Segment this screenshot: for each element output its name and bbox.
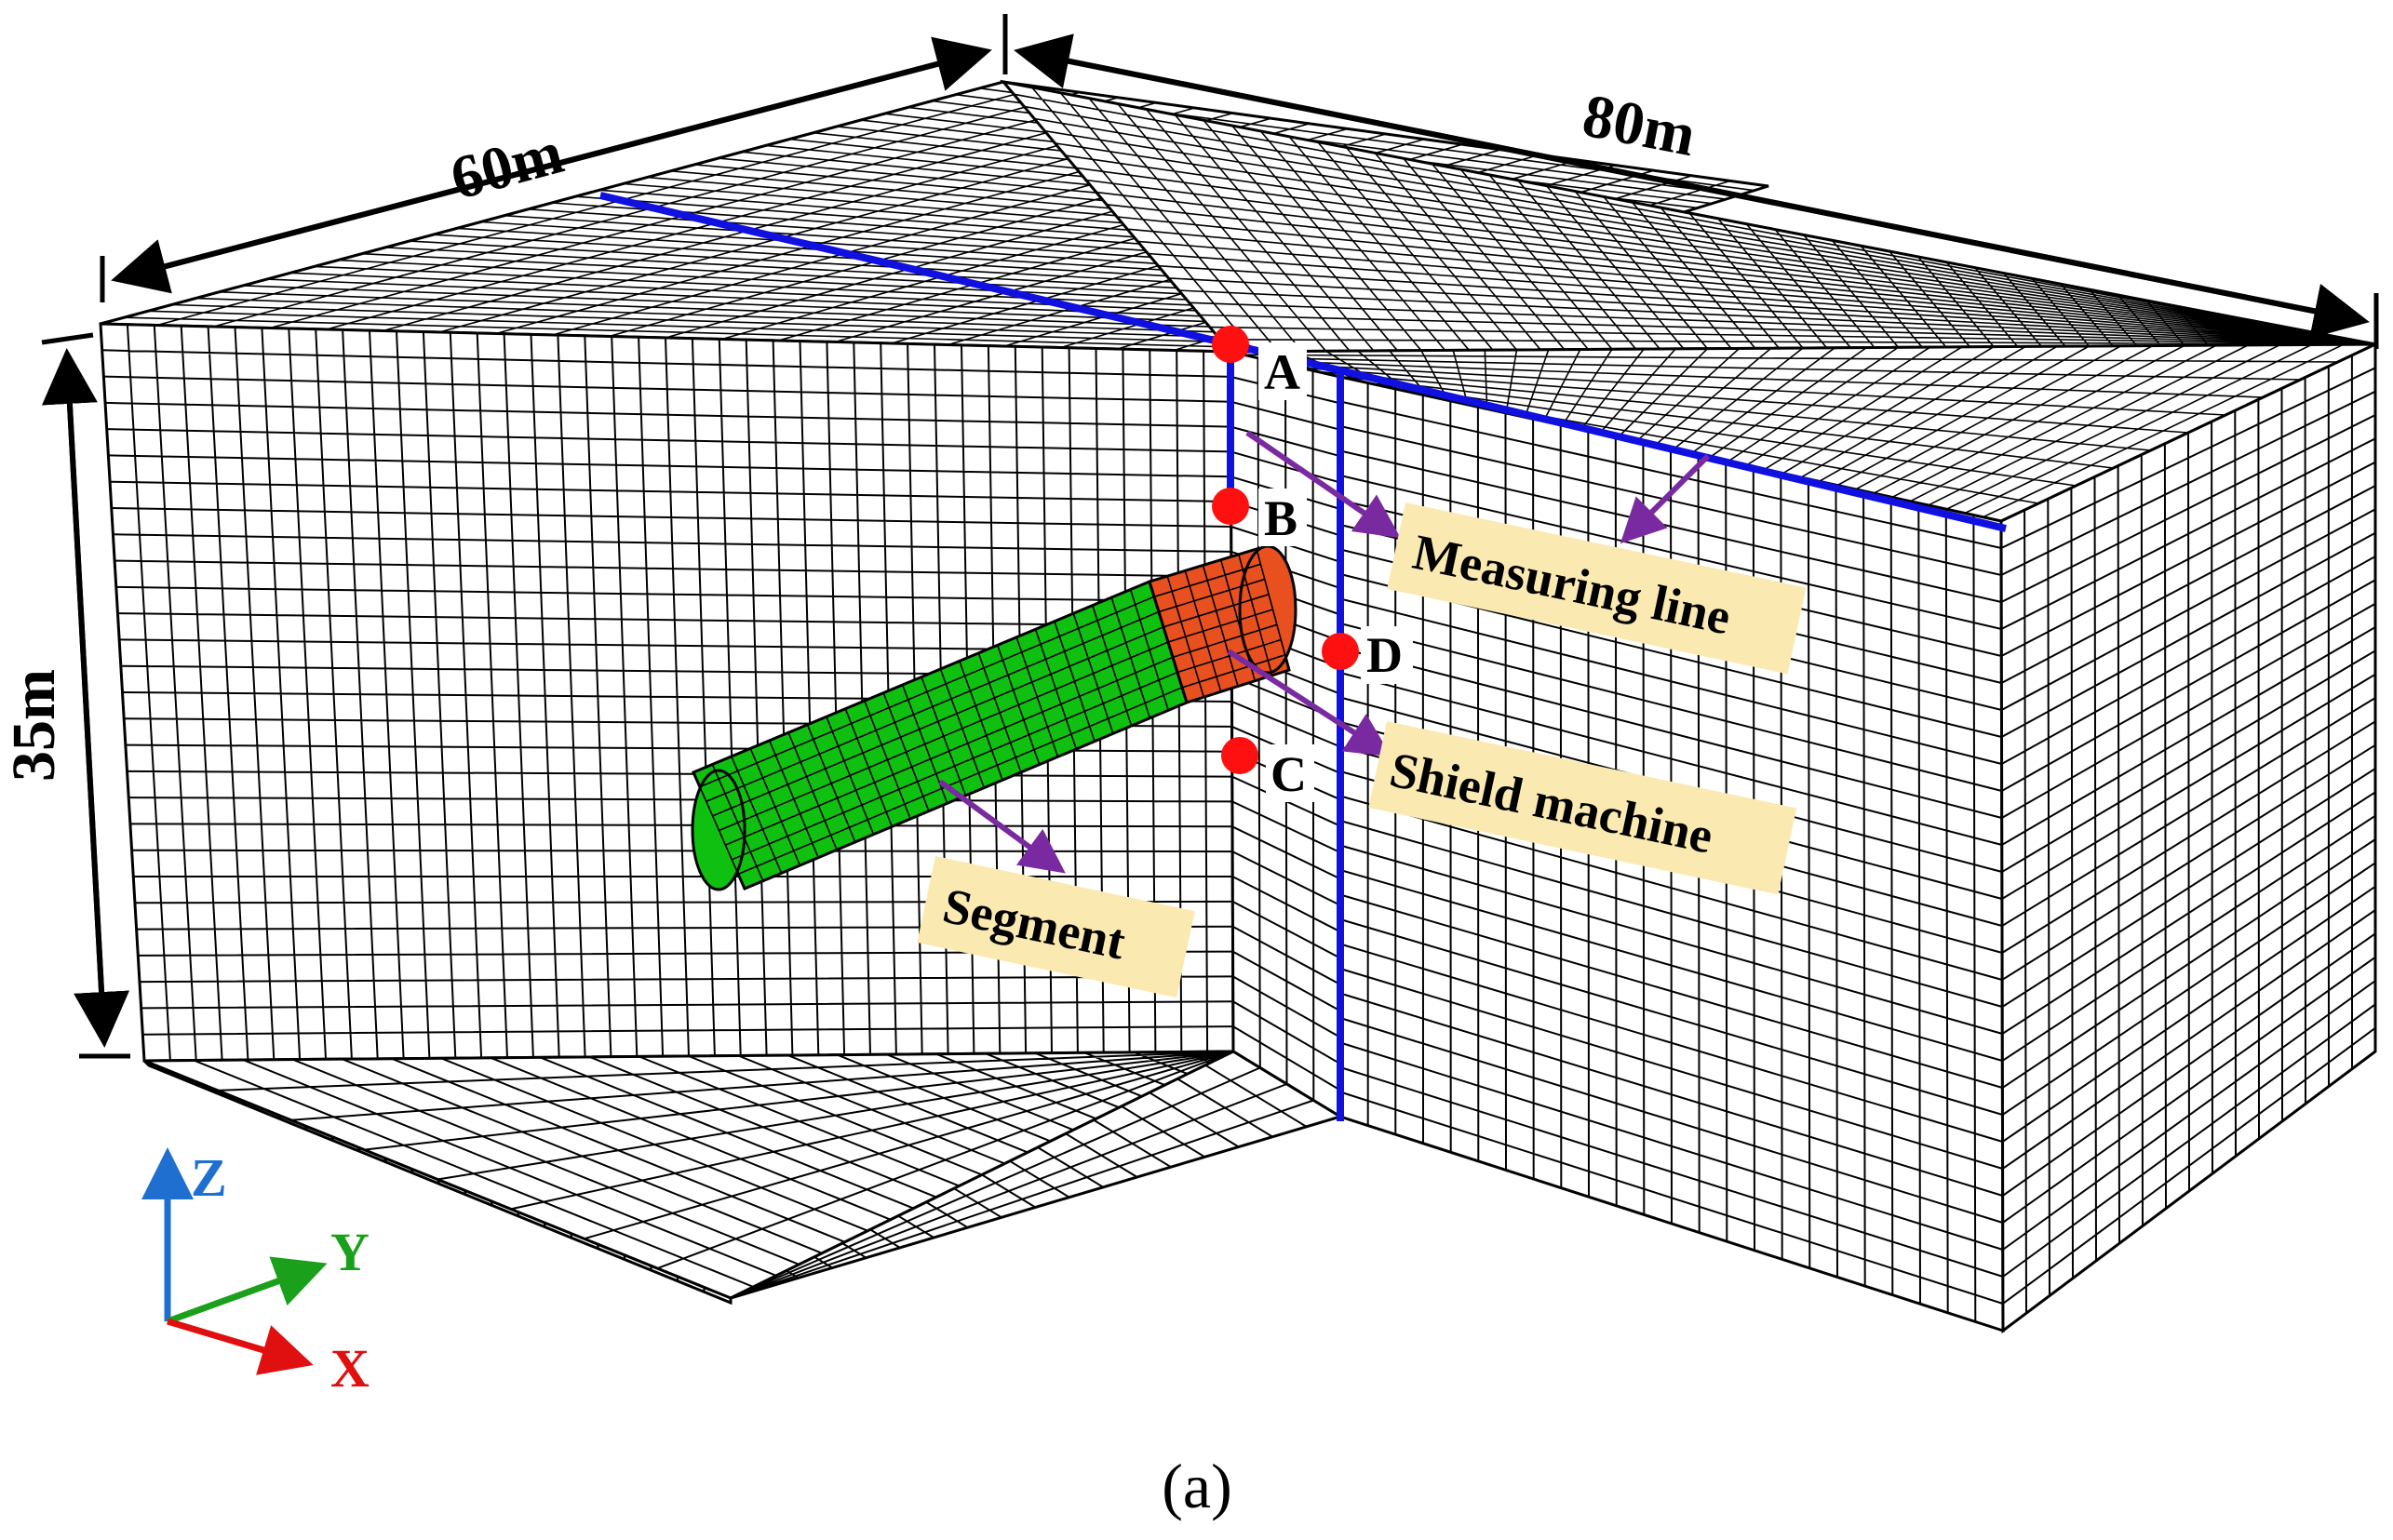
lower-left-base (142, 1059, 733, 1306)
length-dimension-label: 80m (1578, 81, 1701, 169)
measuring-line-top-longitudinal (1230, 341, 2007, 532)
point-B-label: B (1264, 490, 1297, 546)
point-C-label: C (1270, 746, 1307, 802)
point-D: D (1322, 626, 1413, 684)
depth-dimension-label: 35m (0, 669, 68, 782)
point-C: C (1221, 737, 1314, 802)
dimension-depth: 35m (0, 332, 130, 1059)
leader-segment (938, 779, 1066, 874)
dimension-width: 60m (100, 14, 1008, 302)
tunnel-model (691, 544, 1297, 891)
leader-arrows (938, 430, 1711, 874)
lower-middle-face (730, 1050, 1344, 1300)
point-D-label: D (1366, 627, 1403, 683)
leader-measuring-line-vertical (1245, 430, 1401, 539)
z-axis-label: Z (191, 1147, 227, 1208)
point-A: A (1212, 326, 1307, 400)
leader-shield-machine (1227, 649, 1392, 757)
shield-machine-body (1148, 544, 1297, 704)
measuring-line-top-transverse (599, 192, 1231, 348)
y-axis-label: Y (330, 1222, 370, 1282)
cut-face (1229, 350, 1342, 1119)
x-axis-label: X (330, 1338, 370, 1399)
coordinate-axes: Z Y X (141, 1147, 370, 1399)
figure-caption: (a) (1162, 1451, 1231, 1521)
right-side-face (1999, 341, 2377, 1333)
point-A-label: A (1264, 344, 1300, 400)
soil-mesh-model (99, 79, 2377, 1333)
width-dimension-label: 60m (444, 118, 571, 213)
monitoring-points: A B D C (1212, 326, 1413, 802)
x-axis-arrow (166, 1318, 314, 1375)
y-axis-arrow (166, 1256, 328, 1325)
point-B: B (1212, 488, 1307, 546)
leader-measuring-line-top (1620, 453, 1711, 544)
